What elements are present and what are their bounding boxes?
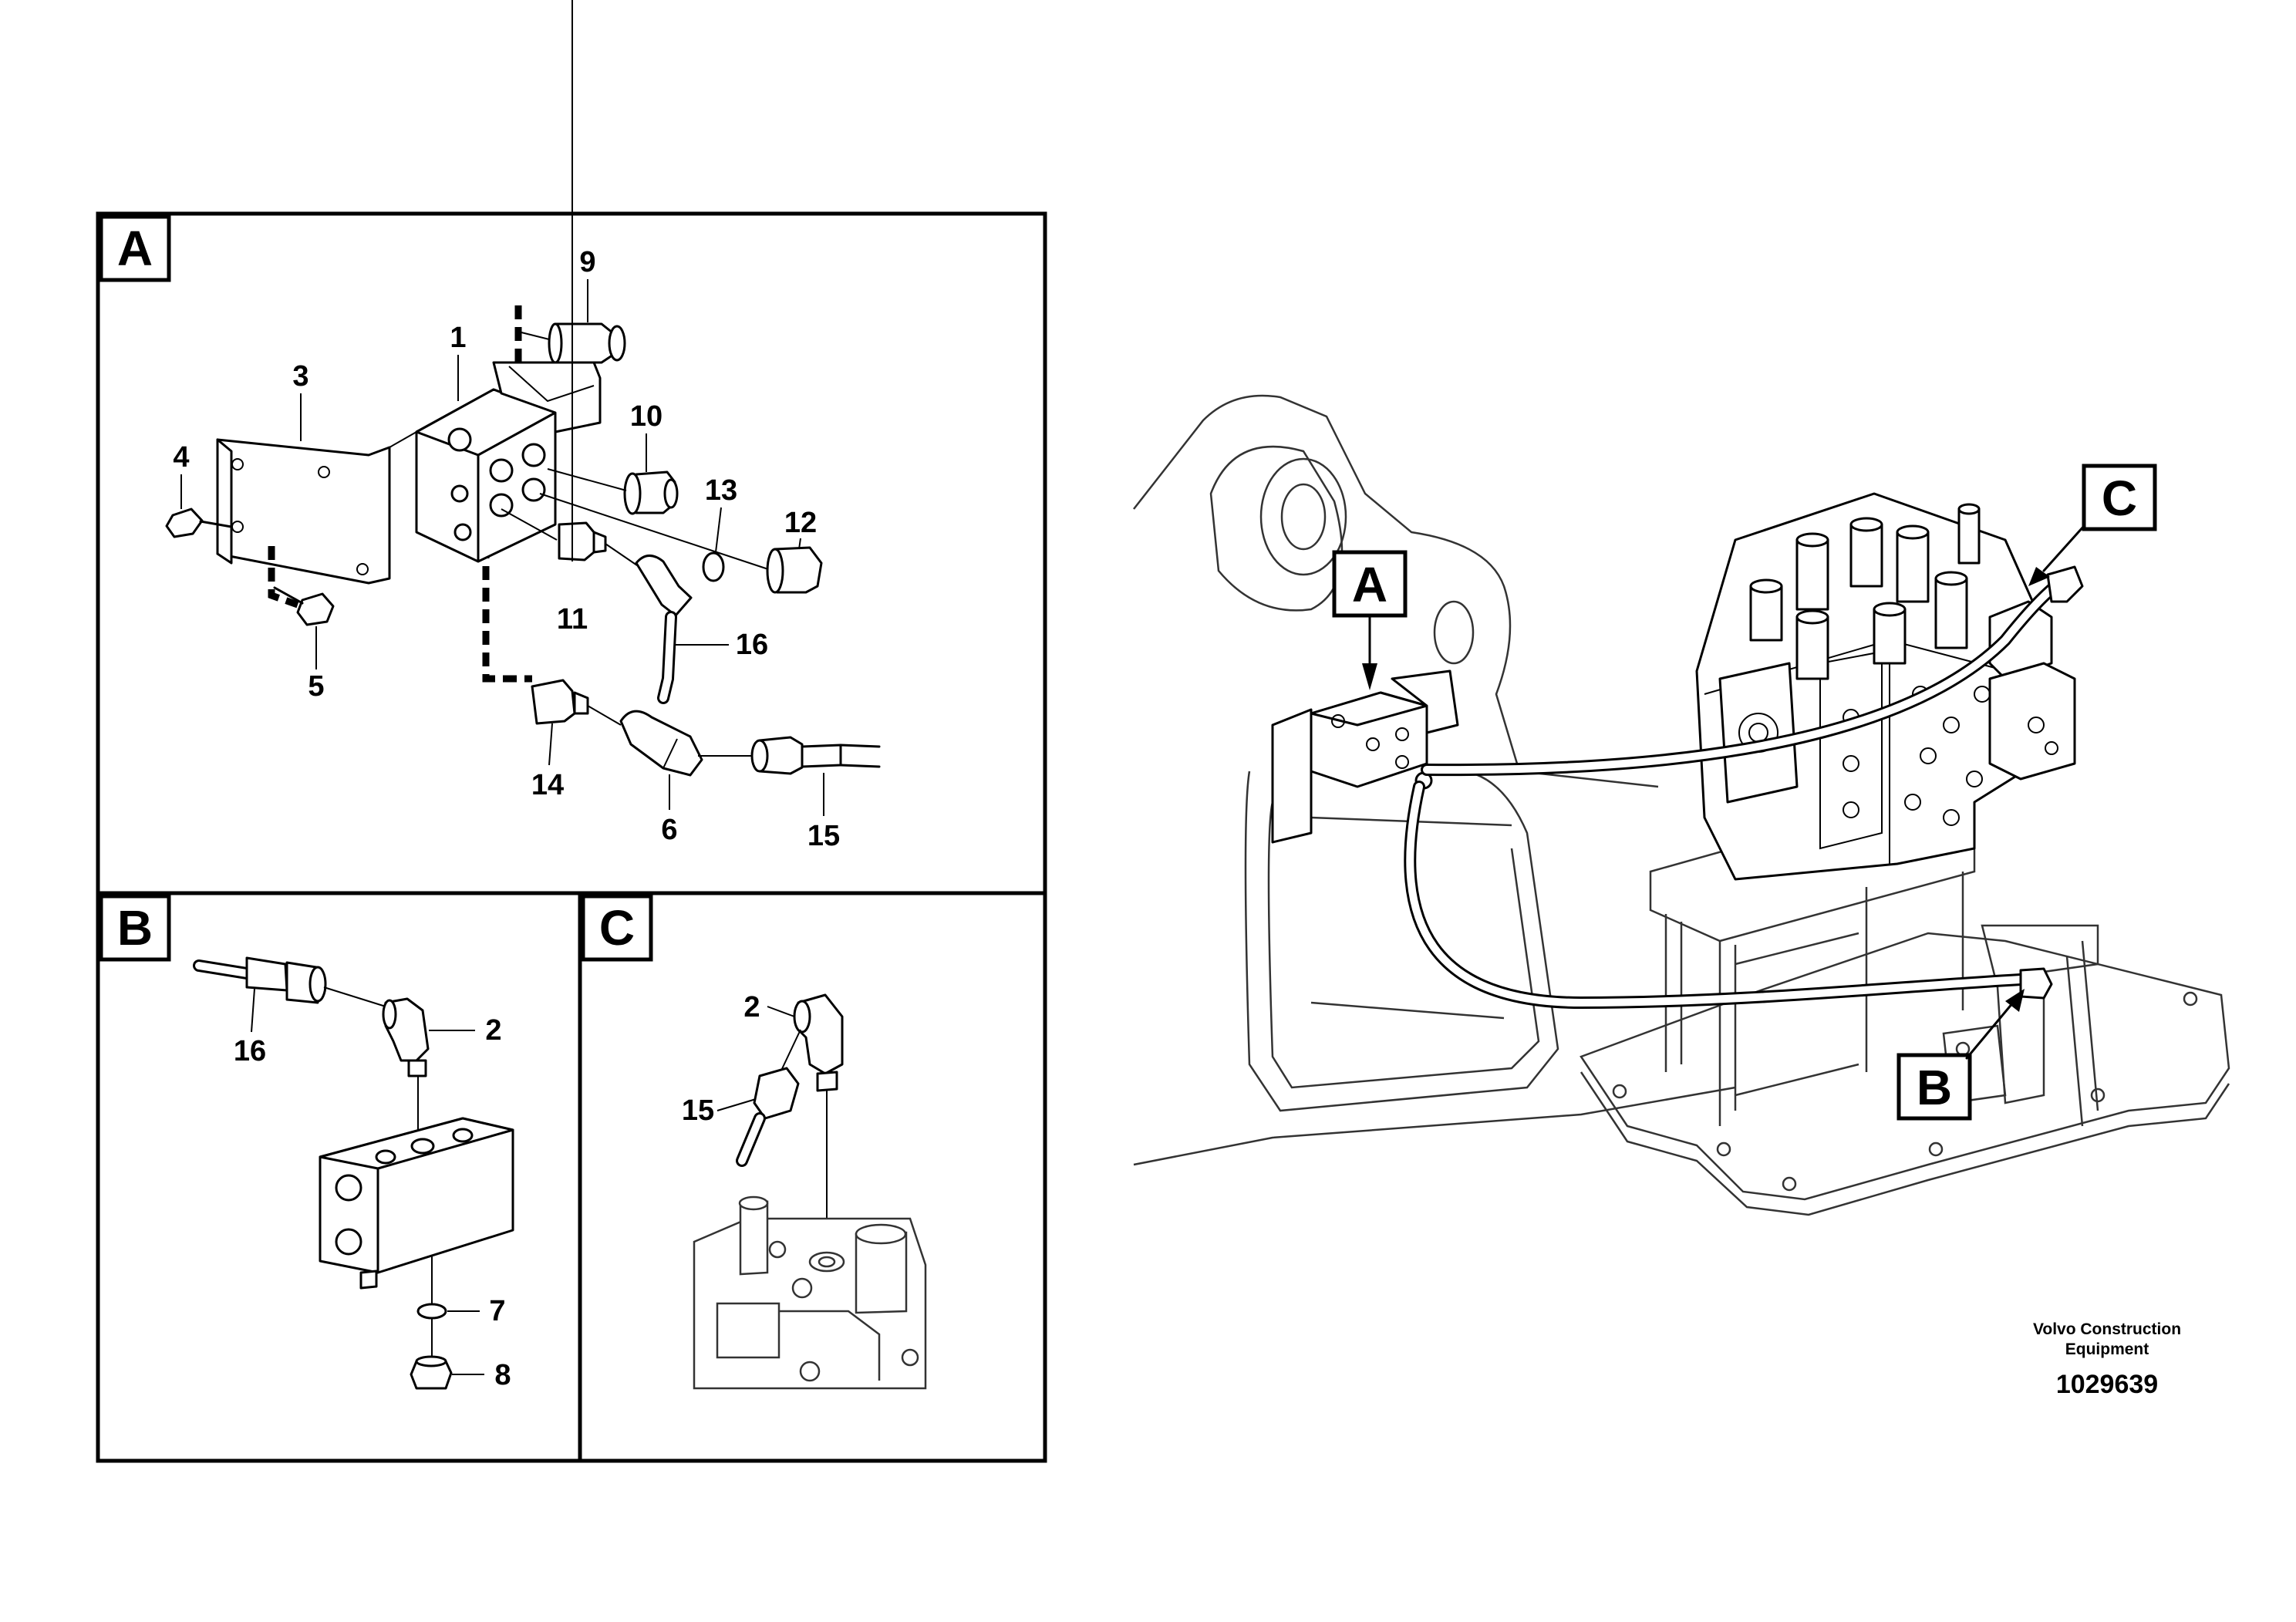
fitting-9 [548, 322, 626, 364]
plug-8 [410, 1355, 453, 1390]
callout-4: 4 [173, 441, 189, 474]
bolt-5 [273, 586, 335, 626]
overview-tag-c-label: C [2102, 470, 2137, 526]
panel-c-label: C [599, 900, 635, 956]
callout-15a: 15 [807, 820, 840, 852]
panel-a-label-box: A [99, 214, 171, 282]
adapter-11 [558, 521, 607, 561]
overview-tag-a-label: A [1352, 557, 1387, 612]
o-ring-13 [702, 551, 725, 582]
callout-8: 8 [494, 1359, 511, 1391]
bolt-4 [165, 508, 233, 538]
callout-10: 10 [630, 400, 663, 433]
plug-12 [766, 546, 823, 594]
callout-9: 9 [579, 246, 595, 278]
callout-16a: 16 [736, 629, 768, 661]
panel-b-drawing [193, 956, 514, 1390]
callout-1: 1 [450, 322, 466, 354]
callout-14: 14 [531, 769, 564, 801]
adapter-14 [531, 679, 589, 725]
overview-tag-b: B [1896, 989, 2025, 1121]
overview-valve-block [1271, 669, 1459, 844]
panel-c-drawing [693, 993, 927, 1390]
callout-16b: 16 [234, 1035, 266, 1067]
callout-5: 5 [308, 670, 324, 703]
valve-block [415, 361, 602, 563]
callout-2c: 2 [743, 991, 760, 1023]
panel-b-label: B [117, 900, 153, 956]
drawing-number: 1029639 [2056, 1370, 2158, 1399]
overview-tag-b-label: B [1917, 1060, 1952, 1115]
callout-15c: 15 [682, 1094, 714, 1127]
panel-c-label-box: C [581, 894, 653, 962]
machine-overview-drawing [1133, 394, 2230, 1216]
callout-12: 12 [784, 507, 817, 539]
callout-11: 11 [557, 603, 588, 636]
callout-7: 7 [489, 1295, 505, 1327]
fitting-10 [623, 470, 679, 515]
panel-a-label: A [117, 221, 153, 276]
elbow-hose-16 [635, 555, 693, 704]
overview-tag-c: C [2028, 464, 2157, 586]
brand-line-2: Equipment [2065, 1340, 2149, 1358]
o-ring-7 [416, 1303, 447, 1320]
panel-b-label-box: B [99, 894, 171, 962]
callout-2b: 2 [485, 1014, 501, 1047]
elbow-6 [619, 710, 703, 777]
hose-end-15 [750, 736, 881, 775]
callout-3: 3 [292, 360, 308, 393]
control-valve-stack [1695, 492, 2076, 881]
overview-tag-a: A [1332, 550, 1408, 690]
brand-line-1: Volvo Construction [2033, 1320, 2181, 1338]
callout-6: 6 [661, 814, 677, 846]
bracket [216, 438, 391, 585]
callout-13: 13 [705, 474, 737, 507]
panel-a-drawing [165, 305, 881, 777]
